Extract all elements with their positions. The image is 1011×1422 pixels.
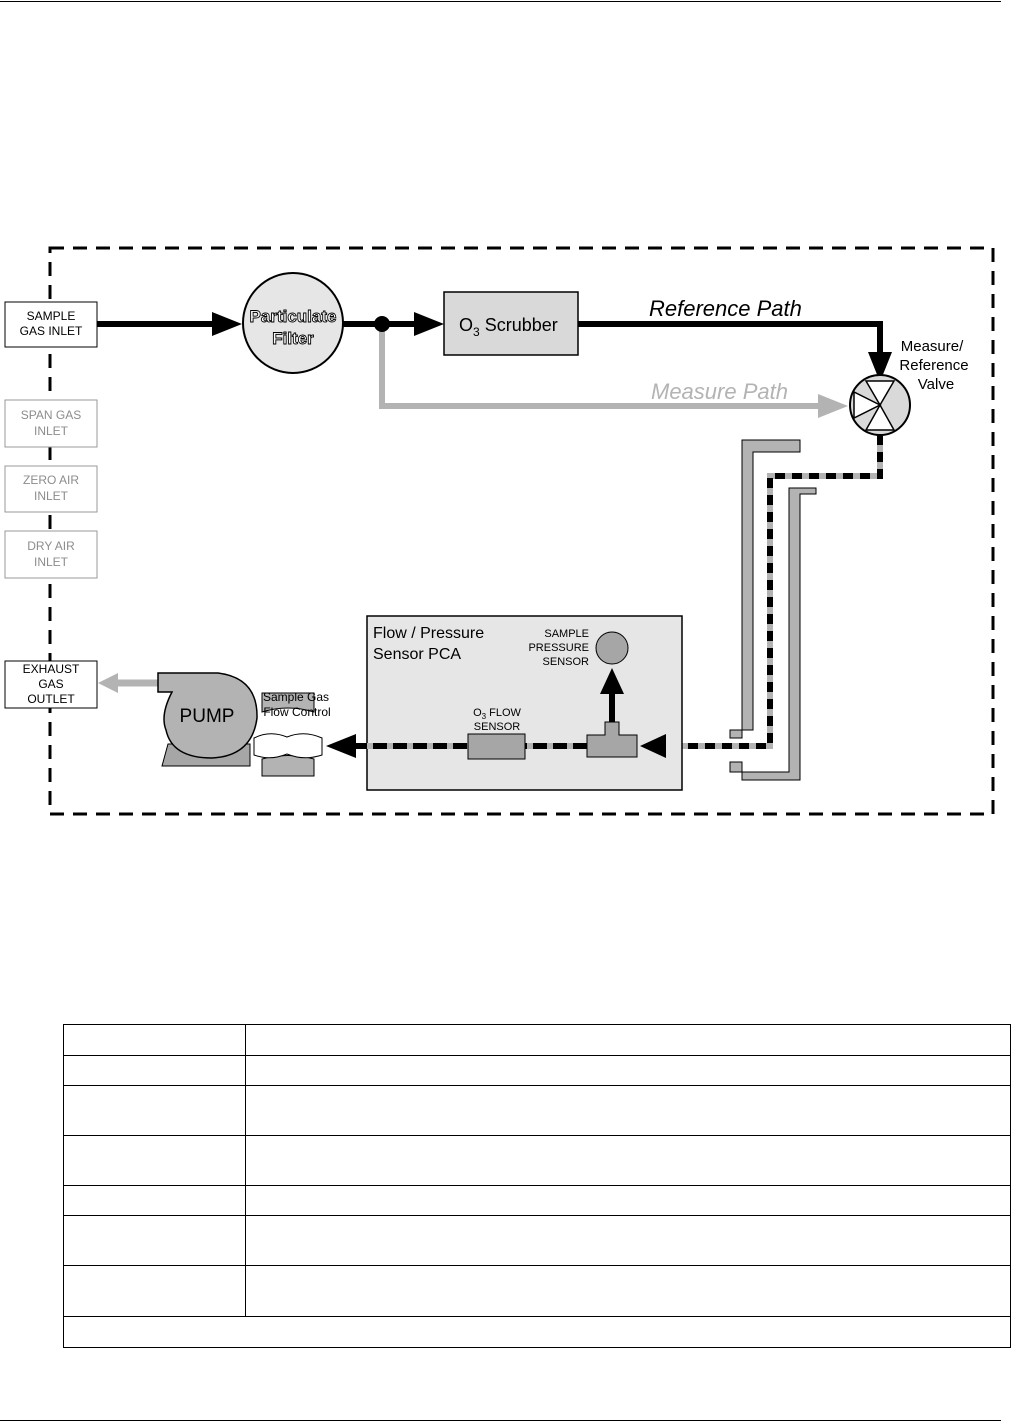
exhaust-line2: GAS xyxy=(38,677,63,691)
sample-pressure-sensor xyxy=(595,631,629,665)
pca-label-line2: Sensor PCA xyxy=(373,646,461,663)
reference-arrow-icon xyxy=(868,352,892,382)
table-cell xyxy=(63,1024,246,1056)
dry-air-inlet[interactable]: DRY AIR INLET xyxy=(4,530,98,579)
dry-air-inlet-line2: INLET xyxy=(34,555,69,569)
sample-gas-inlet-line1: SAMPLE xyxy=(27,309,76,323)
instrument-enclosure xyxy=(48,246,995,816)
table-cell xyxy=(245,1265,1011,1317)
pressure-sensor-label-line2: PRESSURE xyxy=(528,642,589,654)
reference-path-line xyxy=(578,321,883,362)
valve-label-line2: Reference xyxy=(899,357,968,374)
exhaust-arrow-icon xyxy=(98,673,118,693)
tee-inlet-arrow-icon xyxy=(640,734,666,758)
table-cell xyxy=(245,1085,1011,1136)
pump-arrow-icon xyxy=(326,734,356,758)
sample-gas-inlet[interactable]: SAMPLE GAS INLET xyxy=(4,301,98,348)
table-row xyxy=(63,1024,1011,1056)
table-row xyxy=(63,1085,1011,1136)
pca-label-line1: Flow / Pressure xyxy=(373,625,484,642)
flow-pressure-sensor-pca: Flow / Pressure Sensor PCA xyxy=(366,615,683,791)
table-row xyxy=(63,1316,1011,1348)
filter-label-line2: Filter xyxy=(272,329,314,348)
flow-control-label-line1: Sample Gas xyxy=(263,690,329,704)
span-gas-inlet-line2: INLET xyxy=(34,424,69,438)
particulate-filter: Particulate Filter xyxy=(242,272,344,374)
flow-sensor-label-line2: SENSOR xyxy=(474,721,521,733)
zero-air-inlet-line2: INLET xyxy=(34,489,69,503)
valve-label-line3: Valve xyxy=(918,376,954,393)
table-cell xyxy=(63,1055,246,1086)
pressure-sensor-label-line1: SAMPLE xyxy=(544,628,589,640)
exhaust-gas-outlet[interactable]: EXHAUST GAS OUTLET xyxy=(4,660,98,709)
table-cell xyxy=(245,1215,1011,1266)
o3-flow-sensor xyxy=(467,733,526,760)
table-cell xyxy=(63,1265,246,1317)
table-cell xyxy=(245,1185,1011,1216)
dry-air-inlet-line1: DRY AIR xyxy=(27,539,75,553)
tee-junction xyxy=(374,316,390,332)
combined-flow-line-gray xyxy=(662,435,883,749)
absorption-tube xyxy=(729,439,817,781)
table-cell xyxy=(245,1024,1011,1056)
scrubber-arrow-icon xyxy=(414,312,444,336)
span-gas-inlet-line1: SPAN GAS xyxy=(21,408,81,422)
table-row xyxy=(63,1055,1011,1086)
pump-label: PUMP xyxy=(180,706,235,727)
zero-air-inlet[interactable]: ZERO AIR INLET xyxy=(4,465,98,513)
exhaust-line3: OUTLET xyxy=(27,692,75,706)
measure-arrow-icon xyxy=(818,394,848,418)
flow-control-label-line2: Flow Control xyxy=(263,705,330,719)
exhaust-line1: EXHAUST xyxy=(23,662,80,676)
sample-gas-inlet-line2: GAS INLET xyxy=(20,324,83,338)
header-rule xyxy=(0,1,1001,2)
pump: PUMP xyxy=(157,672,258,767)
filter-label-line1: Particulate xyxy=(250,307,337,326)
table-cell xyxy=(63,1185,246,1216)
pressure-sensor-label-line3: SENSOR xyxy=(543,656,590,668)
o3-scrubber: O3 Scrubber xyxy=(443,291,579,356)
measure-path-label: Measure Path xyxy=(651,379,788,404)
pressure-arrow-icon xyxy=(600,668,624,694)
valve-label-line1: Measure/ xyxy=(901,338,964,355)
table-cell xyxy=(63,1215,246,1266)
o3-scrubber-label: O3 Scrubber xyxy=(459,315,558,339)
footer-rule xyxy=(0,1420,1001,1421)
table-cell xyxy=(63,1135,246,1186)
flow-sensor-label-line1: O3 FLOW xyxy=(473,707,521,721)
gas-flow-diagram: SAMPLE GAS INLET SPAN GAS INLET ZERO AIR… xyxy=(4,246,995,816)
reference-path-label: Reference Path xyxy=(649,296,802,321)
filter-arrow-icon xyxy=(212,312,242,336)
table-cell xyxy=(245,1135,1011,1186)
component-table xyxy=(63,1024,1011,1348)
table-cell xyxy=(245,1055,1011,1086)
table-row xyxy=(63,1185,1011,1216)
table-row xyxy=(63,1265,1011,1317)
table-row xyxy=(63,1135,1011,1186)
table-cell xyxy=(63,1316,1011,1348)
zero-air-inlet-line1: ZERO AIR xyxy=(23,473,79,487)
measure-path-line xyxy=(379,324,826,409)
table-row xyxy=(63,1215,1011,1266)
table-cell xyxy=(63,1085,246,1136)
sample-gas-flow-control xyxy=(253,692,323,777)
measure-reference-valve[interactable] xyxy=(849,374,911,436)
span-gas-inlet[interactable]: SPAN GAS INLET xyxy=(4,399,98,448)
tee-fitting xyxy=(586,721,638,758)
